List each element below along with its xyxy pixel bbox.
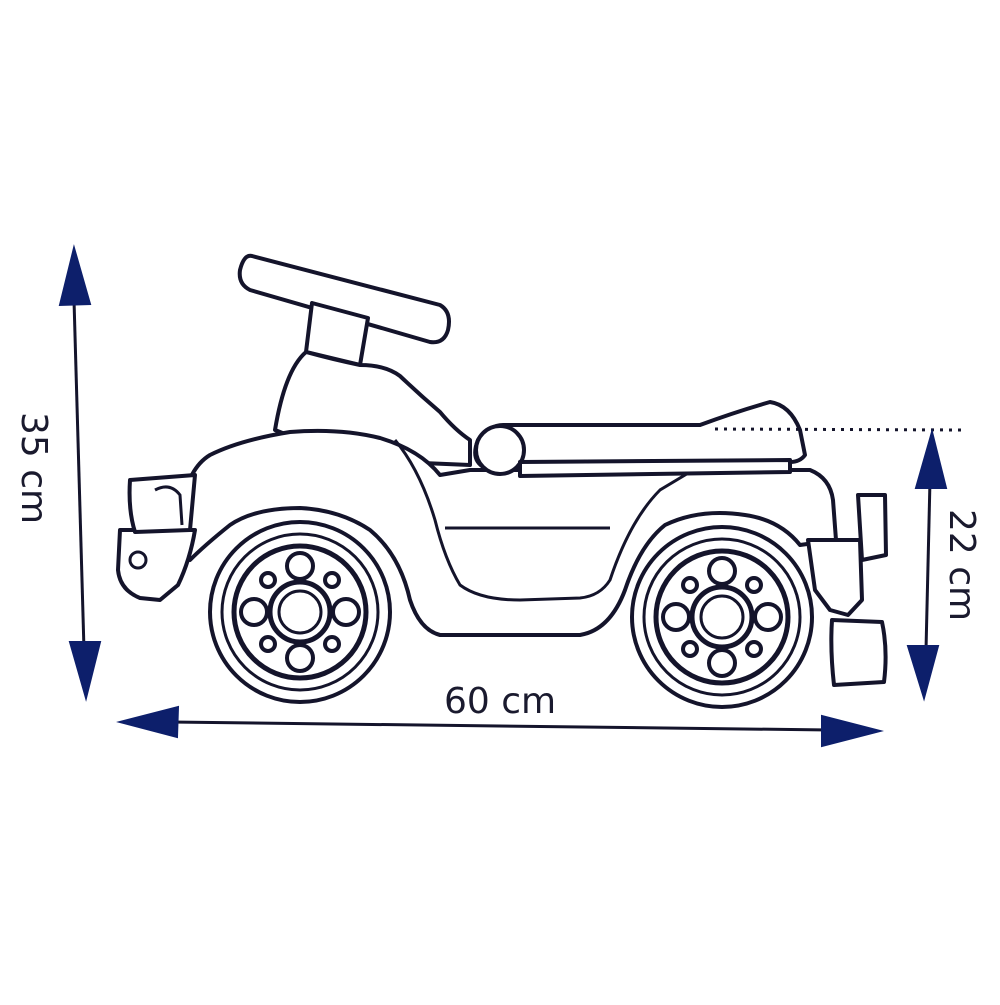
rear-skid: [829, 618, 888, 687]
height-arrow-top: [58, 244, 92, 307]
grille-detail: [154, 485, 184, 526]
seat-base: [518, 458, 792, 478]
seat-height-arrow-bottom: [906, 645, 940, 702]
front-bumper: [116, 528, 197, 602]
seat-height-arrow-top: [914, 428, 948, 489]
length-arrow-right: [821, 714, 884, 748]
height-total-label: 35 cm: [13, 412, 54, 524]
length-label: 60 cm: [444, 681, 556, 722]
front-wheel: [208, 520, 392, 704]
height-arrow-bottom: [68, 641, 102, 702]
seat-back-knob: [474, 424, 526, 476]
seat-height-label: 22 cm: [941, 509, 982, 621]
ride-on-car-drawing: [116, 253, 888, 709]
seat-height-guide: [714, 427, 963, 432]
height-dimension: 35 cm: [13, 244, 102, 702]
seat-height-dimension: 22 cm: [714, 427, 982, 702]
rear-bumper: [806, 538, 864, 617]
rear-wheel: [630, 525, 814, 709]
door-panel: [393, 439, 691, 602]
steering-wheel: [237, 253, 451, 345]
length-arrow-left: [116, 705, 180, 739]
length-dimension: 60 cm: [116, 681, 884, 748]
front-light: [128, 550, 148, 570]
front-grille: [127, 473, 197, 534]
rear-light: [856, 493, 888, 562]
